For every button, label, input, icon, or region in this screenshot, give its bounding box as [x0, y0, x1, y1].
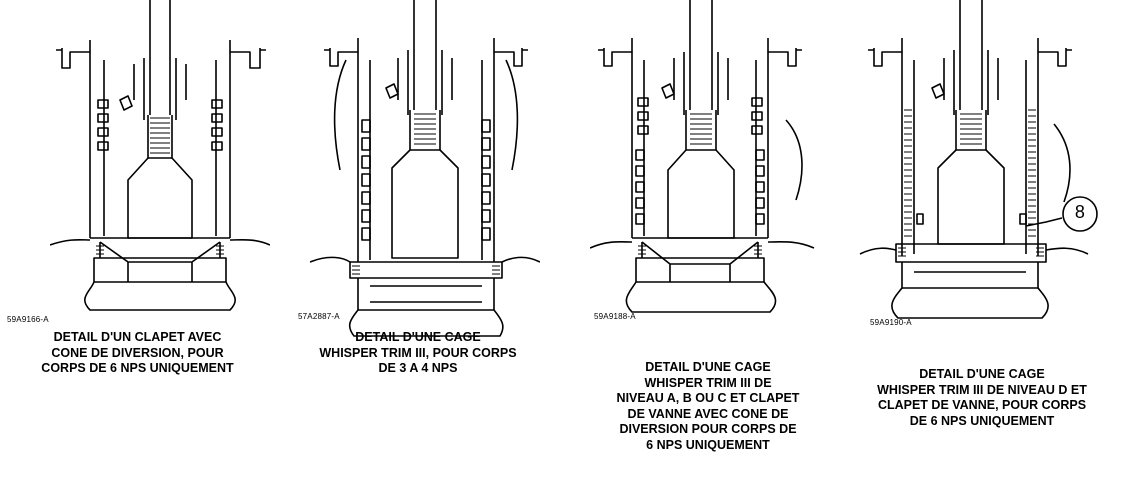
caption-line: CORPS DE 6 NPS UNIQUEMENT — [41, 361, 234, 375]
panel-caption: DETAIL D'UNE CAGE WHISPER TRIM III DE NI… — [842, 367, 1122, 429]
caption-line: DIVERSION POUR CORPS DE — [619, 422, 797, 436]
detail-panel-2: 57A2887-A DETAIL D'UNE CAGE WHISPER TRIM… — [280, 0, 560, 481]
valve-diagram-whisper-trim-cage — [310, 0, 540, 340]
caption-line: DETAIL D'UNE CAGE — [919, 367, 1045, 381]
caption-line: CLAPET DE VANNE, POUR CORPS — [877, 398, 1087, 412]
callout-number: 8 — [1074, 202, 1086, 222]
caption-line: DETAIL D'UN CLAPET AVEC — [53, 330, 222, 344]
detail-panel-1: 59A9166-A DETAIL D'UN CLAPET AVEC CONE D… — [0, 0, 280, 481]
caption-line: CONE DE DIVERSION, POUR — [51, 345, 224, 360]
caption-line: 6 NPS UNIQUEMENT — [646, 437, 770, 452]
reference-code: 59A9188-A — [594, 312, 636, 321]
reference-code: 57A2887-A — [298, 312, 340, 321]
detail-panel-3: 59A9188-A DETAIL D'UNE CAGE WHISPER TRIM… — [560, 0, 840, 481]
caption-line: DETAIL D'UNE CAGE — [645, 360, 771, 374]
panel-caption: DETAIL D'UNE CAGE WHISPER TRIM III DE NI… — [570, 360, 846, 453]
detail-panel-4: 8 59A9190-A DETAIL D'UNE CAGE WHISPER TR… — [840, 0, 1123, 481]
reference-code: 59A9166-A — [7, 315, 49, 324]
caption-line: DE VANNE AVEC CONE DE — [627, 406, 789, 421]
callout-circle — [1062, 196, 1098, 232]
panel-caption: DETAIL D'UN CLAPET AVEC CONE DE DIVERSIO… — [0, 330, 275, 377]
caption-line: WHISPER TRIM III, POUR CORPS — [319, 345, 517, 360]
reference-code: 59A9190-A — [870, 318, 912, 327]
caption-line: DE 6 NPS UNIQUEMENT — [909, 413, 1055, 428]
caption-line: NIVEAU A, B OU C ET CLAPET — [616, 391, 800, 405]
caption-line: WHISPER TRIM III DE — [644, 375, 772, 390]
valve-diagram-whisper-trim-d — [840, 0, 1123, 335]
panel-caption: DETAIL D'UNE CAGE WHISPER TRIM III, POUR… — [280, 330, 556, 377]
caption-line: DETAIL D'UNE CAGE — [355, 330, 481, 344]
valve-diagram-diverter-cone — [50, 0, 270, 315]
valve-diagram-whisper-trim-abc — [590, 0, 820, 330]
caption-line: DE 3 A 4 NPS — [378, 361, 458, 375]
caption-line: WHISPER TRIM III DE NIVEAU D ET — [877, 382, 1087, 397]
